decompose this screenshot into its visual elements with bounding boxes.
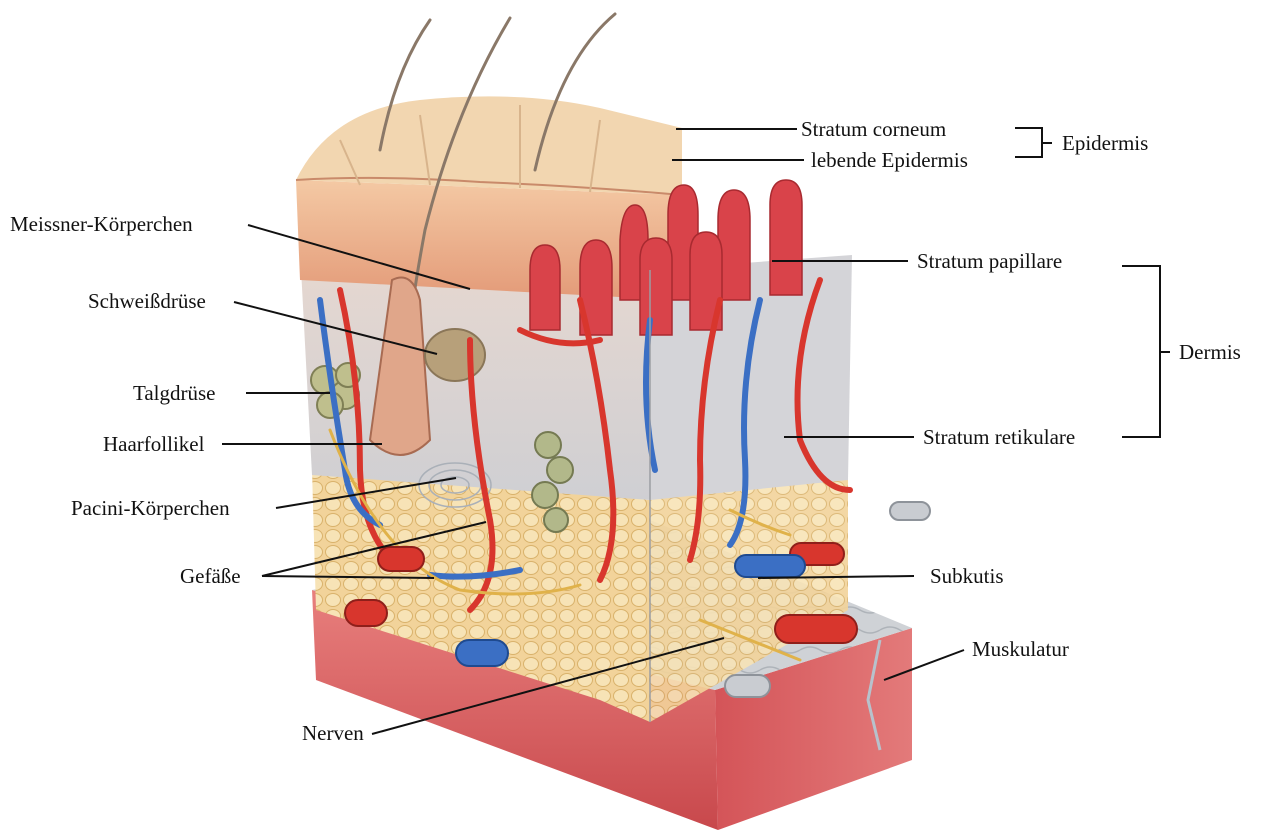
label-haarfollikel: Haarfollikel — [103, 432, 204, 456]
bracket-epidermis — [1015, 128, 1052, 157]
leader-meissner — [248, 225, 470, 289]
label-stratum-retikulare: Stratum retikulare — [923, 425, 1075, 449]
label-gefaesse: Gefäße — [180, 564, 241, 588]
label-lebende-epidermis: lebende Epidermis — [811, 148, 968, 172]
leader-muskulatur — [884, 650, 964, 680]
label-meissner-koerperchen: Meissner-Körperchen — [10, 212, 193, 236]
leader-pacini — [276, 478, 456, 508]
label-stratum-corneum: Stratum corneum — [801, 117, 946, 141]
leader-subkutis — [758, 576, 914, 578]
leader-gefaesse-2 — [262, 576, 434, 578]
label-subkutis: Subkutis — [930, 564, 1004, 588]
label-dermis: Dermis — [1179, 340, 1241, 364]
bracket-dermis — [1122, 266, 1170, 437]
label-epidermis: Epidermis — [1062, 131, 1148, 155]
label-schweissdruese: Schweißdrüse — [88, 289, 206, 313]
leader-nerven — [372, 638, 724, 734]
label-talgdruese: Talgdrüse — [133, 381, 216, 405]
label-nerven: Nerven — [302, 721, 364, 745]
leader-schweissdruese — [234, 302, 437, 354]
label-muskulatur: Muskulatur — [972, 637, 1069, 661]
label-pacini-koerperchen: Pacini-Körperchen — [71, 496, 230, 520]
label-stratum-papillare: Stratum papillare — [917, 249, 1062, 273]
leader-gefaesse-1 — [262, 522, 486, 576]
